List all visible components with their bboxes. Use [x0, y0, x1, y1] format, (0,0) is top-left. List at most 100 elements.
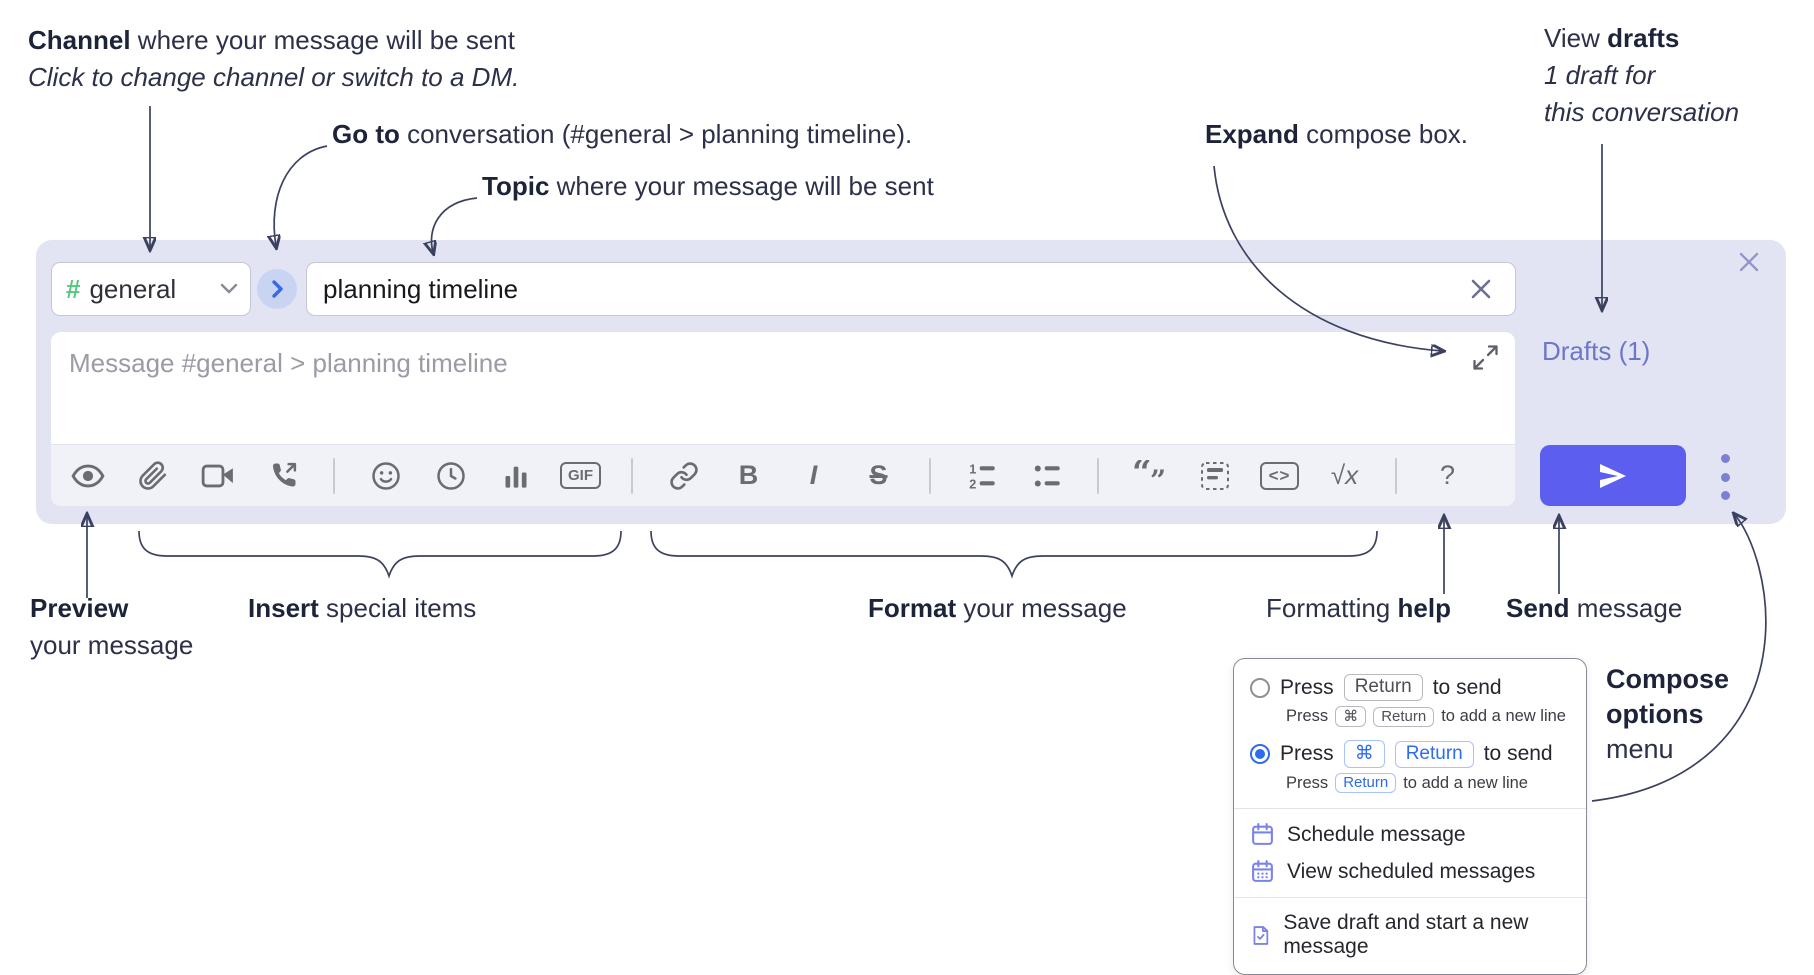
menu-item-label: Save draft and start a new message	[1283, 911, 1529, 958]
numbered-list-button[interactable]: 1 2	[949, 461, 1014, 491]
strikethrough-button[interactable]: S	[846, 460, 911, 491]
preview-annotation-line2: your message	[30, 630, 194, 660]
cmd-key: ⌘	[1335, 706, 1367, 727]
math-icon: √x	[1330, 460, 1359, 490]
send-annotation-rest: message	[1569, 593, 1683, 623]
expand-annotation: Expand compose box.	[1205, 116, 1468, 153]
preview-annotation: Preview your message	[30, 590, 193, 664]
spoiler-button[interactable]	[1182, 461, 1247, 491]
toolbar-divider	[1377, 457, 1415, 494]
gif-icon: GIF	[560, 462, 601, 489]
channel-name: general	[89, 273, 177, 304]
bar-chart-icon	[505, 466, 526, 488]
link-button[interactable]	[651, 461, 716, 491]
option2-tail: to send	[1483, 742, 1553, 765]
bold-icon: B	[738, 460, 759, 490]
goto-arrow	[274, 145, 328, 246]
attach-file-button[interactable]	[120, 460, 185, 491]
chevron-down-icon	[220, 283, 238, 294]
option1-tail: to send	[1432, 675, 1502, 699]
insert-annotation-bold: Insert	[248, 593, 319, 623]
gif-button[interactable]: GIF	[548, 462, 613, 489]
format-annotation: Format your message	[868, 590, 1127, 627]
formatting-help-button[interactable]: ?	[1415, 460, 1480, 491]
return-key-blue: Return	[1335, 773, 1397, 793]
topic-annotation: Topic where your message will be sent	[482, 168, 934, 205]
menu-item-save-draft[interactable]: Save draft and start a new message	[1234, 905, 1586, 965]
message-input[interactable]	[51, 332, 1515, 444]
option2-press: Press	[1280, 742, 1334, 765]
preview-annotation-bold: Preview	[30, 593, 129, 623]
option1-sub-press: Press	[1286, 707, 1329, 725]
view-drafts-line3: this conversation	[1544, 97, 1740, 127]
view-drafts-line2: 1 draft for	[1544, 60, 1656, 90]
video-camera-icon	[201, 464, 233, 487]
poll-button[interactable]	[483, 462, 548, 490]
menu-item-view-scheduled[interactable]: View scheduled messages	[1234, 853, 1586, 890]
goto-annotation: Go to conversation (#general > planning …	[332, 116, 912, 153]
message-panel: GIF B I S	[51, 332, 1515, 506]
channel-annotation-sub: Click to change channel or switch to a D…	[28, 62, 520, 92]
send-option-return[interactable]: Press Return to send	[1234, 669, 1586, 703]
compose-box: # general	[36, 240, 1786, 524]
option2-sub-press: Press	[1286, 773, 1329, 792]
chevron-right-icon	[272, 280, 283, 298]
cmd-key-blue: ⌘	[1343, 740, 1385, 768]
emoji-button[interactable]	[353, 461, 418, 491]
question-mark-icon: ?	[1439, 460, 1456, 490]
numbered-list-icon: 1 2	[969, 462, 995, 491]
svg-text:2: 2	[969, 477, 976, 490]
compose-options-menu-button[interactable]	[1714, 454, 1736, 500]
eye-icon	[71, 464, 104, 487]
topic-annotation-bold: Topic	[482, 171, 550, 201]
bulleted-list-button[interactable]	[1014, 461, 1079, 491]
toolbar-divider	[911, 457, 949, 494]
bold-button[interactable]: B	[716, 460, 781, 491]
clock-icon	[436, 461, 465, 490]
return-key: Return	[1343, 674, 1423, 701]
insert-annotation: Insert special items	[248, 590, 476, 627]
topic-clear-icon[interactable]	[1468, 276, 1494, 302]
menu-item-label: Schedule message	[1287, 822, 1466, 846]
send-annotation-bold: Send	[1506, 593, 1570, 623]
spoiler-icon	[1200, 461, 1229, 490]
toolbar-divider	[315, 457, 353, 494]
popup-divider	[1234, 808, 1586, 809]
channel-annotation: Channel where your message will be sent …	[28, 22, 519, 96]
send-button[interactable]	[1540, 445, 1686, 506]
voice-call-button[interactable]	[250, 461, 315, 491]
insert-annotation-rest: special items	[318, 593, 477, 623]
go-to-conversation-button[interactable]	[257, 269, 297, 309]
channel-selector[interactable]: # general	[51, 262, 251, 316]
view-drafts-bold: drafts	[1607, 23, 1680, 53]
menu-item-schedule-message[interactable]: Schedule message	[1234, 816, 1586, 853]
radio-selected[interactable]	[1250, 744, 1270, 764]
send-plane-icon	[1600, 463, 1626, 488]
drafts-link[interactable]: Drafts (1)	[1542, 336, 1651, 366]
calendar-grid-icon	[1252, 860, 1273, 882]
radio-unselected[interactable]	[1250, 677, 1270, 698]
option2-sub-tail: to add a new line	[1403, 773, 1528, 792]
quote-button[interactable]: “ ”	[1117, 460, 1182, 492]
code-button[interactable]: <>	[1247, 461, 1312, 490]
preview-button[interactable]	[55, 463, 120, 489]
topic-input[interactable]	[306, 262, 1516, 316]
smiley-icon	[371, 461, 400, 490]
italic-button[interactable]: I	[781, 460, 846, 491]
close-compose-icon[interactable]	[1734, 247, 1764, 277]
compose-options-line1: Compose	[1606, 664, 1730, 694]
expand-compose-icon[interactable]	[1472, 344, 1499, 371]
math-button[interactable]: √x	[1312, 460, 1377, 491]
compose-toolbar: GIF B I S	[51, 444, 1515, 506]
send-option-cmd-return[interactable]: Press ⌘ Return to send	[1234, 735, 1586, 770]
format-annotation-bold: Format	[868, 593, 957, 623]
option1-sub-tail: to add a new line	[1441, 707, 1566, 725]
svg-text:”: ”	[1150, 464, 1166, 492]
compose-options-line3: menu	[1606, 734, 1674, 764]
add-time-button[interactable]	[418, 461, 483, 491]
video-call-button[interactable]	[185, 463, 250, 489]
goto-annotation-bold: Go to	[332, 119, 400, 149]
link-icon	[669, 461, 698, 490]
compose-options-annotation: Compose options menu	[1606, 662, 1729, 767]
toolbar-divider	[1079, 457, 1117, 494]
